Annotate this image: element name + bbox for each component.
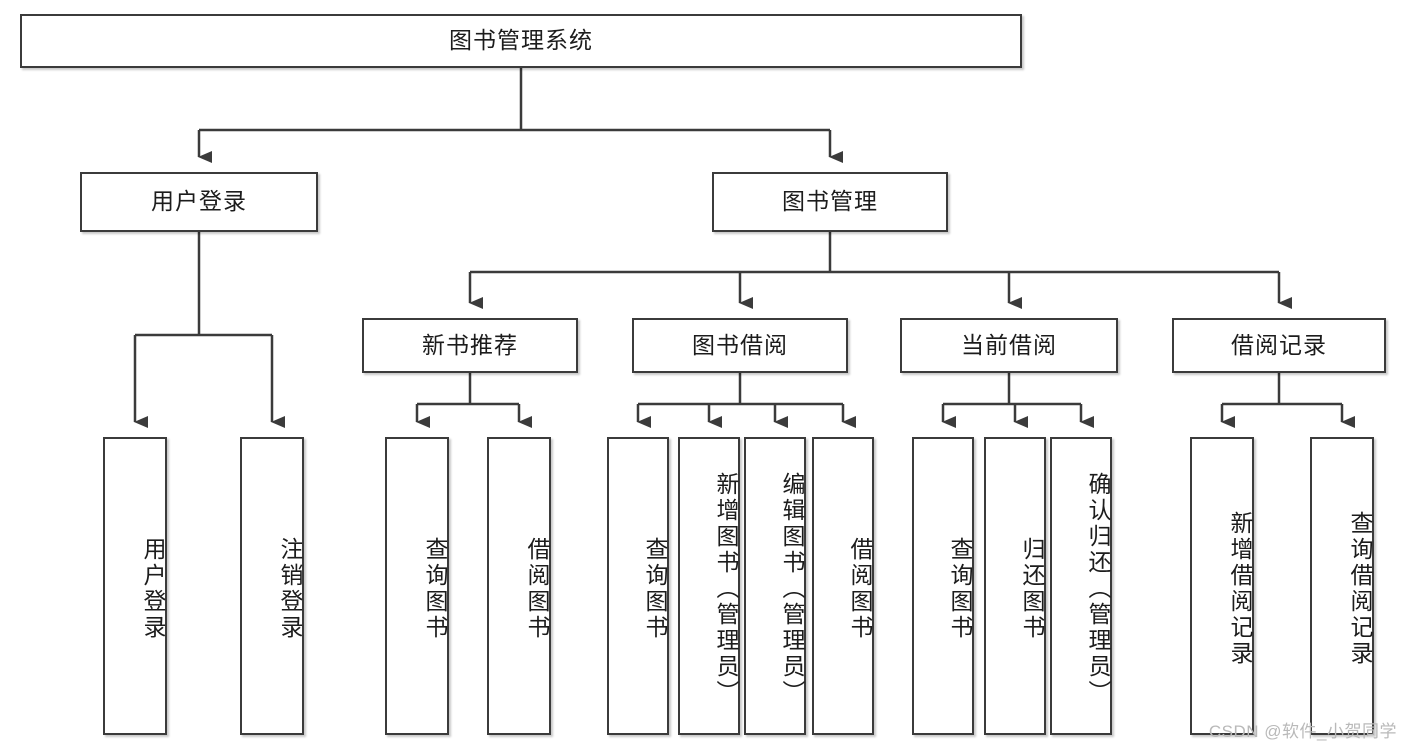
leaf-borrow-book-newbook[interactable]: 借阅图书 [487, 437, 551, 735]
leaf-confirm-return-admin[interactable]: 确认归还（管理员） [1050, 437, 1112, 735]
leaf-query-borrow-record[interactable]: 查询借阅记录 [1310, 437, 1374, 735]
leaf-logout-label: 注销登录 [277, 537, 303, 641]
leaf-query-borrow-record-label: 查询借阅记录 [1347, 511, 1373, 667]
csdn-watermark: CSDN @软件_小贺同学 [1208, 722, 1397, 741]
leaf-borrow-book[interactable]: 借阅图书 [812, 437, 874, 735]
leaf-user-login[interactable]: 用户登录 [103, 437, 167, 735]
node-root-label: 图书管理系统 [449, 27, 593, 54]
leaf-edit-book-admin-label: 编辑图书（管理员） [779, 472, 805, 706]
leaf-query-book-borrow[interactable]: 查询图书 [607, 437, 669, 735]
node-new-book-recommend[interactable]: 新书推荐 [362, 318, 578, 373]
node-book-borrow[interactable]: 图书借阅 [632, 318, 848, 373]
leaf-query-book-current-label: 查询图书 [947, 537, 973, 641]
node-borrow-record[interactable]: 借阅记录 [1172, 318, 1386, 373]
leaf-query-book-newbook[interactable]: 查询图书 [385, 437, 449, 735]
leaf-add-book-admin[interactable]: 新增图书（管理员） [678, 437, 740, 735]
leaf-add-borrow-record-label: 新增借阅记录 [1227, 511, 1253, 667]
leaf-borrow-book-label: 借阅图书 [847, 537, 873, 641]
node-book-management-label: 图书管理 [782, 188, 878, 215]
leaf-confirm-return-admin-label: 确认归还（管理员） [1085, 472, 1111, 706]
leaf-user-login-label: 用户登录 [140, 537, 166, 641]
leaf-query-book-newbook-label: 查询图书 [422, 537, 448, 641]
leaf-add-borrow-record[interactable]: 新增借阅记录 [1190, 437, 1254, 735]
node-new-book-recommend-label: 新书推荐 [422, 331, 518, 358]
leaf-return-book[interactable]: 归还图书 [984, 437, 1046, 735]
node-book-borrow-label: 图书借阅 [692, 331, 788, 358]
node-user-login-label: 用户登录 [151, 188, 247, 215]
leaf-logout[interactable]: 注销登录 [240, 437, 304, 735]
leaf-query-book-current[interactable]: 查询图书 [912, 437, 974, 735]
leaf-edit-book-admin[interactable]: 编辑图书（管理员） [744, 437, 806, 735]
leaf-borrow-book-newbook-label: 借阅图书 [524, 537, 550, 641]
leaf-query-book-borrow-label: 查询图书 [642, 537, 668, 641]
node-user-login[interactable]: 用户登录 [80, 172, 318, 232]
node-borrow-record-label: 借阅记录 [1231, 331, 1327, 358]
node-current-borrow-label: 当前借阅 [961, 331, 1057, 358]
node-book-management[interactable]: 图书管理 [712, 172, 948, 232]
leaf-return-book-label: 归还图书 [1019, 537, 1045, 641]
node-root[interactable]: 图书管理系统 [20, 14, 1022, 68]
leaf-add-book-admin-label: 新增图书（管理员） [713, 472, 739, 706]
node-current-borrow[interactable]: 当前借阅 [900, 318, 1118, 373]
